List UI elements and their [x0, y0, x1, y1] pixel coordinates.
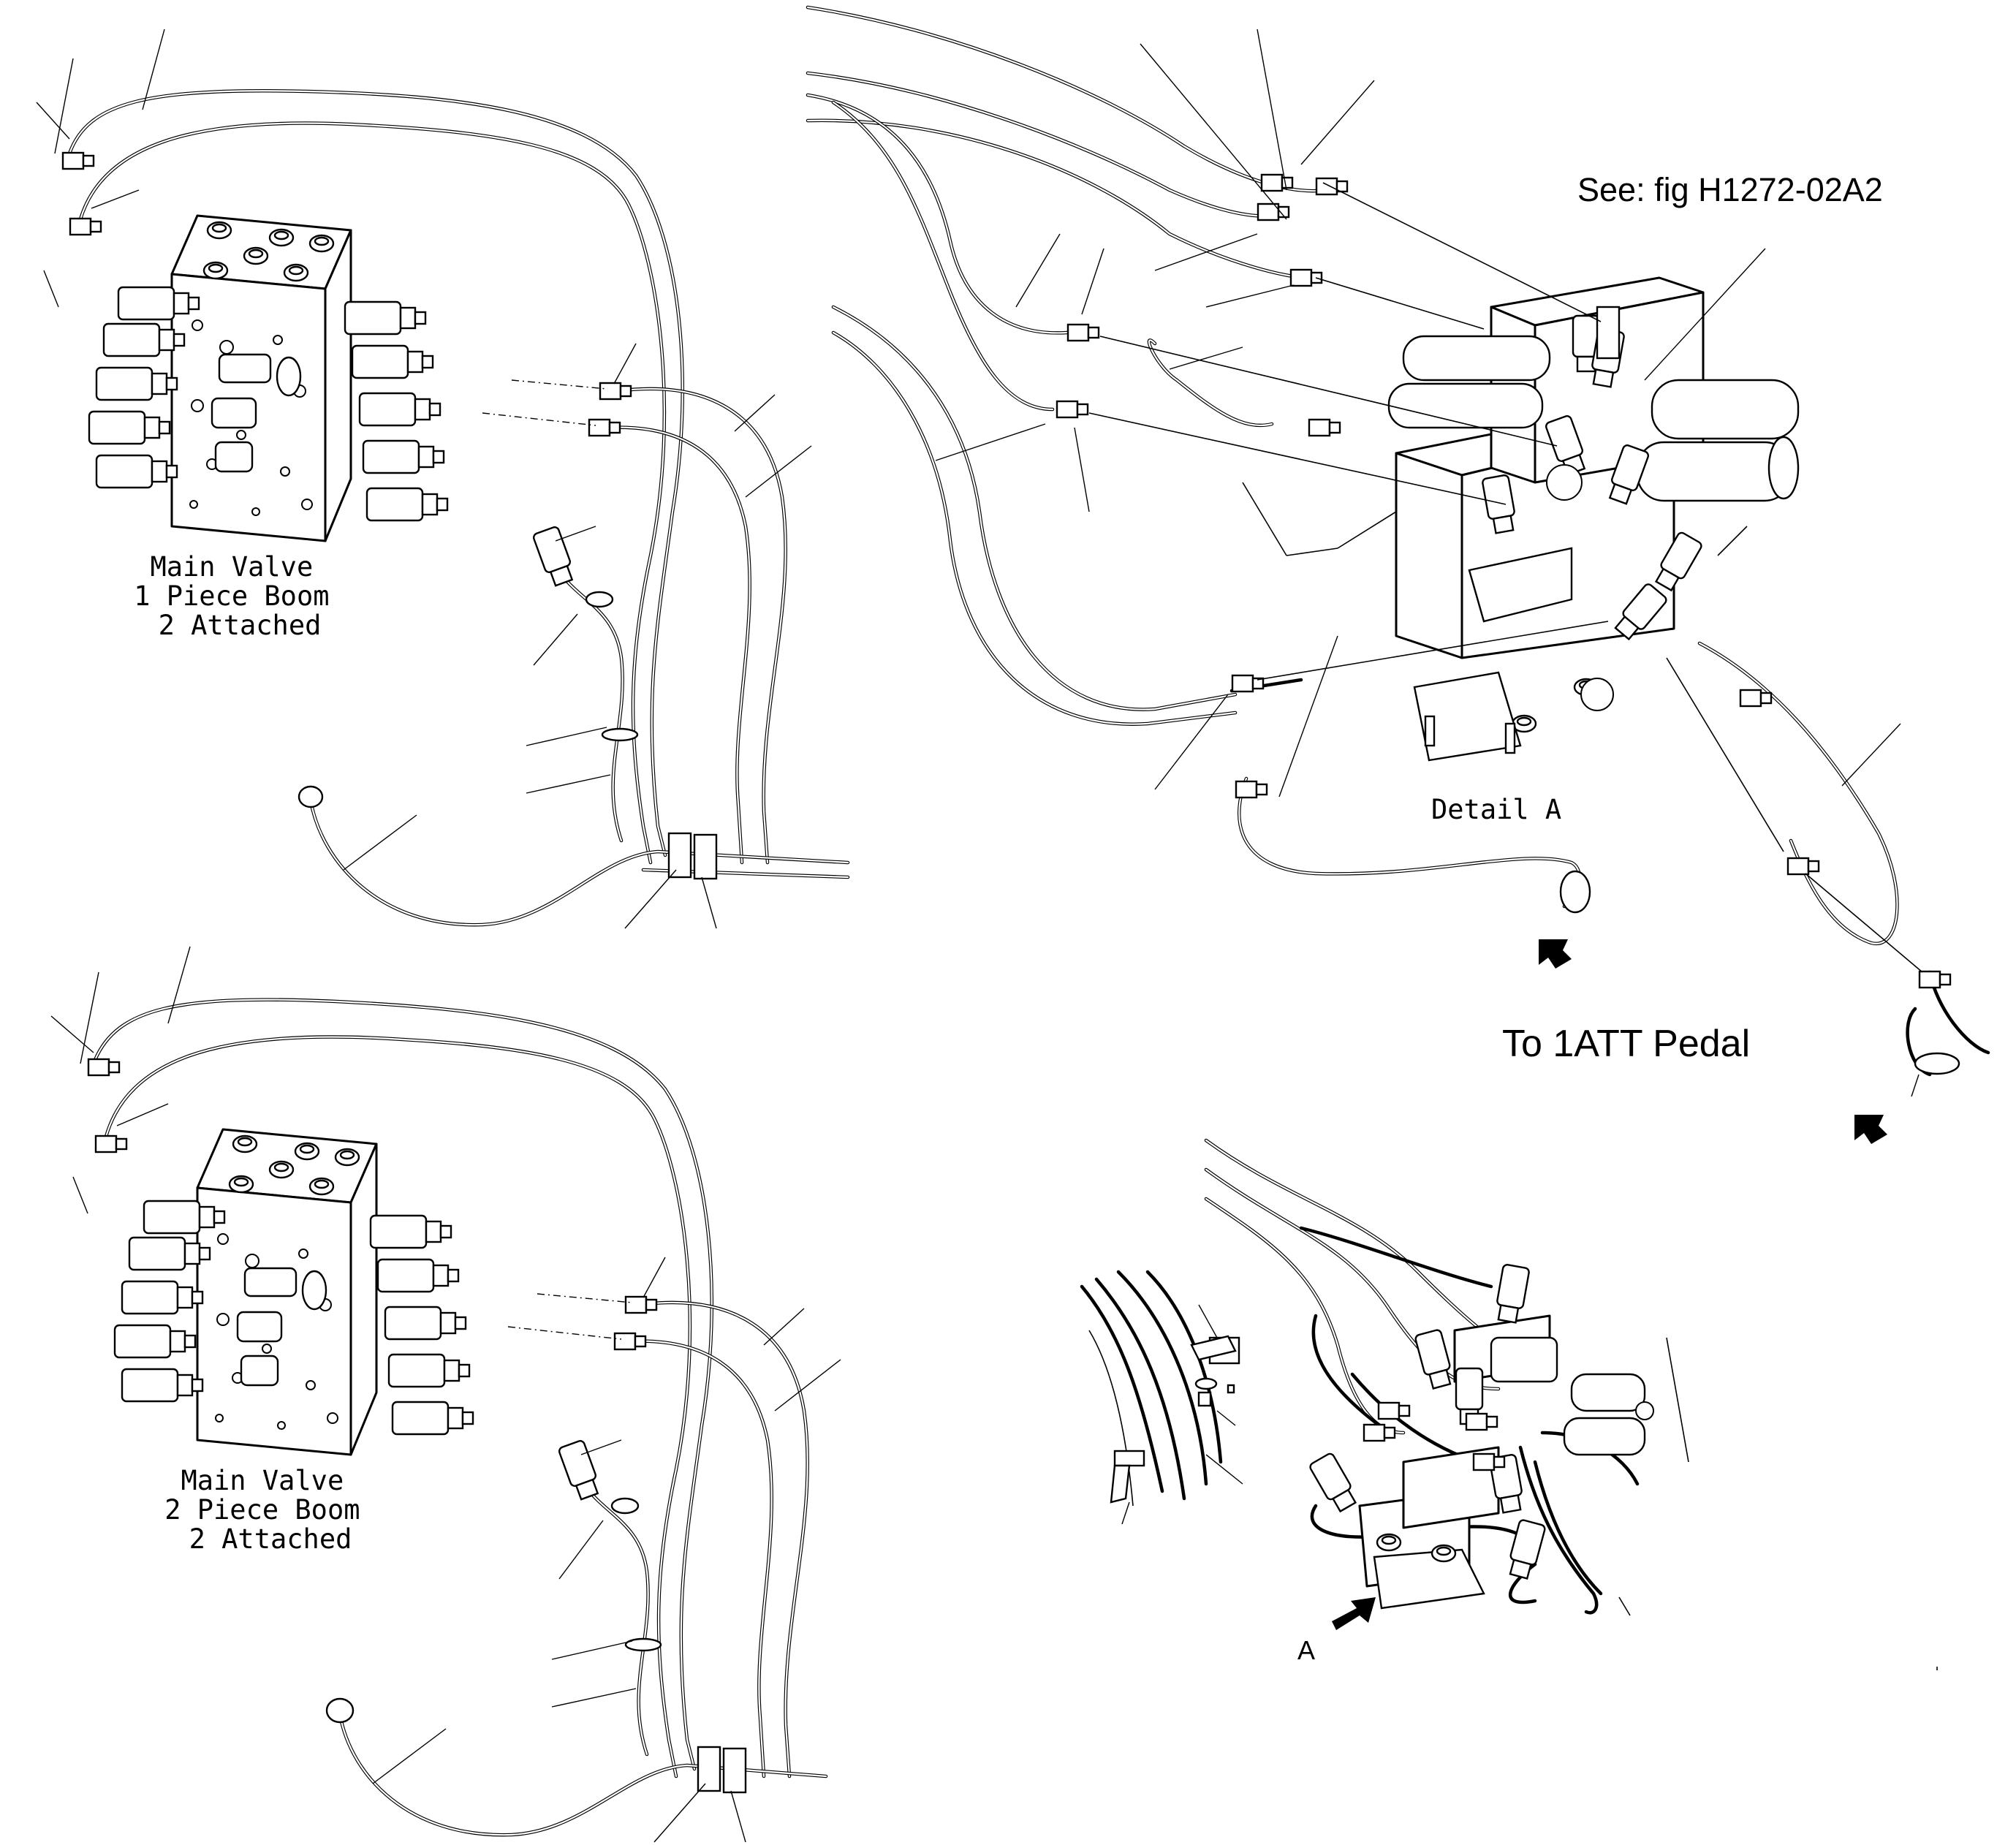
detail-a-label: Detail A — [1431, 794, 1561, 825]
overview-assembly: A — [1080, 1138, 1938, 1670]
valve-2-label-line-1: Main Valve — [181, 1465, 344, 1496]
main-valve-1-piece-boom: Main Valve 1 Piece Boom 2 Attached — [36, 29, 850, 929]
valve-2-label-line-2: 2 Piece Boom — [164, 1494, 360, 1526]
valve-1-label-line-3: 2 Attached — [159, 610, 322, 641]
direction-arrow-icon-2 — [1854, 1115, 1887, 1144]
valve-1-label-line-1: Main Valve — [150, 551, 313, 583]
valve-1-label: Main Valve 1 Piece Boom 2 Attached — [134, 551, 346, 641]
to-pedal-label: To 1ATT Pedal — [1502, 1023, 1750, 1065]
view-a-label: A — [1297, 1635, 1315, 1665]
main-valve-2-piece-boom: Main Valve 2 Piece Boom 2 Attached — [50, 946, 841, 1843]
detail-a-assembly: See: fig H1272-02A2 Detail A To 1ATT Ped… — [806, 5, 1990, 1144]
valve-2-label-line-3: 2 Attached — [189, 1523, 352, 1555]
valve-2-label: Main Valve 2 Piece Boom 2 Attached — [164, 1465, 376, 1555]
valve-1-label-line-2: 1 Piece Boom — [134, 580, 329, 612]
see-fig-reference: See: fig H1272-02A2 — [1577, 171, 1883, 208]
direction-arrow-icon — [1539, 939, 1572, 969]
view-arrow-icon — [1332, 1597, 1376, 1630]
